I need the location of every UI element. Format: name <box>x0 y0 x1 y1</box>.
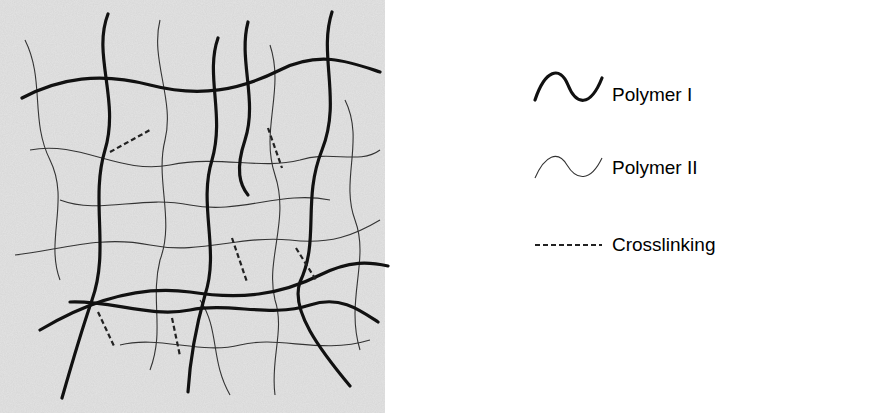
legend: Polymer IPolymer IICrosslinking <box>612 0 872 72</box>
legend-thick-sample <box>535 73 602 100</box>
legend-thin-sample <box>535 156 602 178</box>
legend-dash-sample <box>535 244 602 246</box>
legend-label: Crosslinking <box>612 233 872 257</box>
speckled-ground <box>0 0 385 413</box>
speckle-texture <box>0 0 385 413</box>
crosslinks <box>98 128 316 356</box>
polymer-ii-chains <box>15 20 380 395</box>
legend-label: Polymer I <box>612 83 872 107</box>
legend-label: Polymer II <box>612 156 872 180</box>
polymer-i-chains <box>22 12 388 398</box>
